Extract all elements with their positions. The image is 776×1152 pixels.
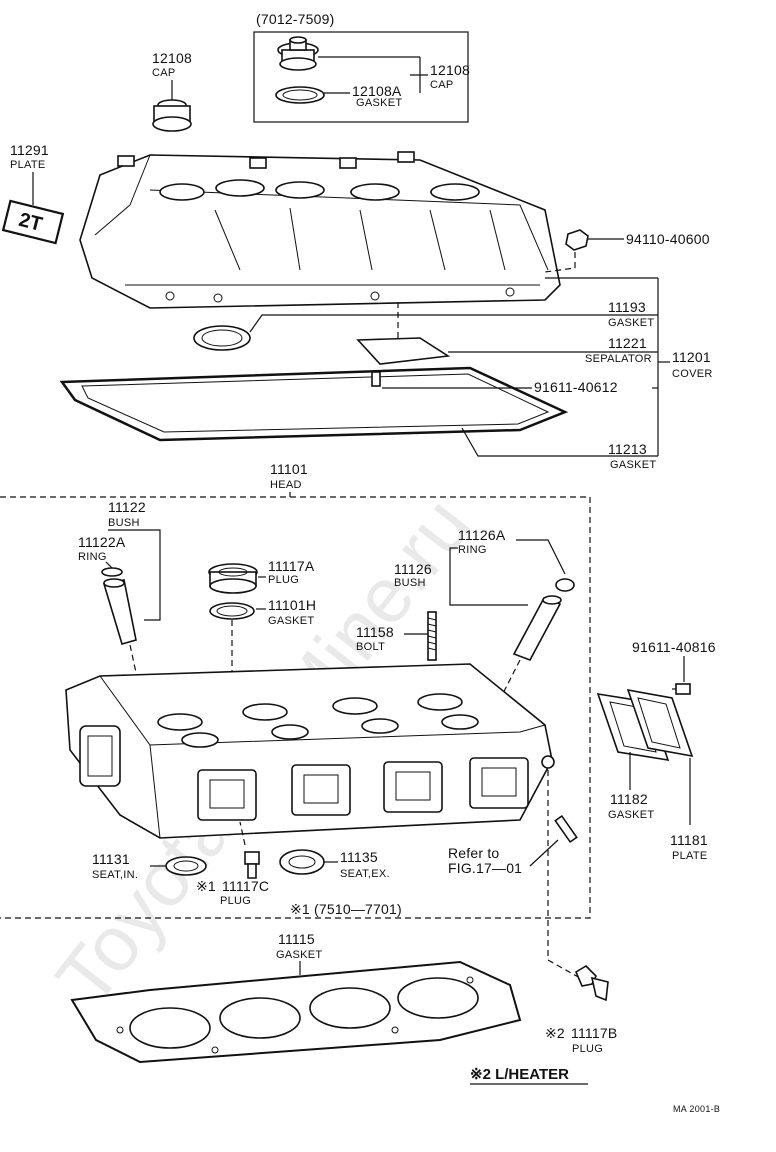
gasket-11115-name: GASKET [276,949,322,961]
cap-variant-label: (7012-7509) [256,11,334,27]
gasket-11193-number: 11193 [608,299,646,315]
cap-variant-drawing [275,36,325,104]
gasket-11101h-number: 11101H [268,597,316,613]
seat-ex-number: 11135 [340,849,378,865]
cylinder-head-drawing [65,663,555,839]
plug-11117c-number: 11117C [222,878,269,894]
seat-in-number: 11131 [92,851,130,867]
gasket-11213-group: 91611-40612 11213 GASKET [59,366,658,471]
plate-11291-group: 11291 PLATE 2T [1,142,65,245]
gasket-11115-number: 11115 [278,931,315,947]
head-group-box [0,496,591,919]
bolt-91611-40816-number: 91611-40816 [632,639,716,655]
bolt-11158-name: BOLT [356,641,385,653]
bolt-11158-number: 11158 [356,624,394,640]
plate-badge-text: 2T [17,209,45,236]
cover-group-name: COVER [672,368,713,380]
seat-in-name: SEAT,IN. [92,869,138,881]
separator-11221-name: SEPALATOR [585,353,652,365]
seats-group: 11131 SEAT,IN. ※1 11117C PLUG 11135 SEAT… [92,821,390,907]
cap-variant-box [253,31,469,123]
refer-line2: FIG.17—01 [448,860,522,876]
refer-line1: Refer to [448,845,499,861]
cap-top-number: 12108 [152,50,192,66]
head-group: 11101 HEAD ※1 (7510—7701) [0,461,591,919]
cover-group-number: 11201 [672,349,711,365]
ring-11122a-number: 11122A [78,534,126,550]
gasket-11213-name: GASKET [610,459,656,471]
plug-11117a-name: PLUG [268,574,299,586]
bush-11122-group: 11122 BUSH 11122A RING [78,499,161,701]
bolt-11158-group: 11158 BOLT [356,611,437,661]
gasket-11182-name: GASKET [608,809,654,821]
gasket-12108a-name: GASKET [356,97,402,109]
plate-11181-number: 11181 [670,832,708,848]
ring-11122a-name: RING [78,551,107,563]
head-group-name: HEAD [270,479,302,491]
plate-11181-name: PLATE [672,850,708,862]
bush-11126-number: 11126 [394,561,432,577]
cap-variant-group: (7012-7509) 12108 CAP 12108A GASKET [253,11,470,123]
bush-11122-number: 11122 [108,499,146,515]
footer-code: MA 2001-B [673,1104,720,1114]
cap-right-name: CAP [430,79,454,91]
plug-11117a-group: 11117A PLUG 11101H GASKET [208,558,316,705]
plug-11117b-number: 11117B [571,1025,617,1041]
separator-11221-group: 11221 SEPALATOR [356,302,658,365]
bush-11126-name: BUSH [394,577,426,589]
head-group-number: 11101 [270,461,308,477]
cap-top-name: CAP [152,67,176,79]
plug-11117a-number: 11117A [268,558,315,574]
gasket-11213-number: 11213 [608,441,647,457]
plug-11117c-prefix: ※1 [196,878,216,894]
cap-12108-group: 12108 CAP [152,50,192,132]
plug-11117b-group: ※2 11117B PLUG [545,964,617,1055]
gasket-11182-number: 11182 [610,791,648,807]
bush-11126-group: 11126A RING 11126 BUSH [394,527,575,716]
gasket-12108a-number: 12108A [352,83,402,99]
plate-11291-number: 11291 [10,142,49,158]
gasket-11115-group: 11115 GASKET [70,931,522,1064]
plate-11291-name: PLATE [10,159,46,171]
separator-11221-number: 11221 [608,335,647,351]
plate-badge [1,199,65,245]
plug-11117b-name: PLUG [572,1043,603,1055]
nut-94110-group: 94110-40600 [544,229,710,273]
gasket-11101h-name: GASKET [268,615,314,627]
nut-94110-number: 94110-40600 [626,231,710,247]
cap-right-number: 12108 [430,62,470,78]
seat-ex-name: SEAT,EX. [340,868,390,880]
gasket-11193-group: 11193 GASKET [193,299,658,351]
ring-11126a-name: RING [458,544,487,556]
valve-cover-drawing [79,151,561,309]
side-plate-group: 91611-40816 11182 GASKET 11181 PLATE [596,639,716,862]
screw-91611-40612-number: 91611-40612 [534,379,618,395]
plug-11117c-name: PLUG [220,895,251,907]
cover-group-bracket: 11201 COVER [545,277,713,456]
bush-11122-name: BUSH [108,517,140,529]
refer-group: Refer to FIG.17—01 [448,770,581,979]
plug-11117b-prefix: ※2 [545,1025,565,1041]
head-variant-label: ※1 (7510—7701) [290,901,402,917]
ring-11126a-number: 11126A [458,527,506,543]
gasket-11193-name: GASKET [608,317,654,329]
heater-note: ※2 L/HEATER [470,1066,569,1083]
